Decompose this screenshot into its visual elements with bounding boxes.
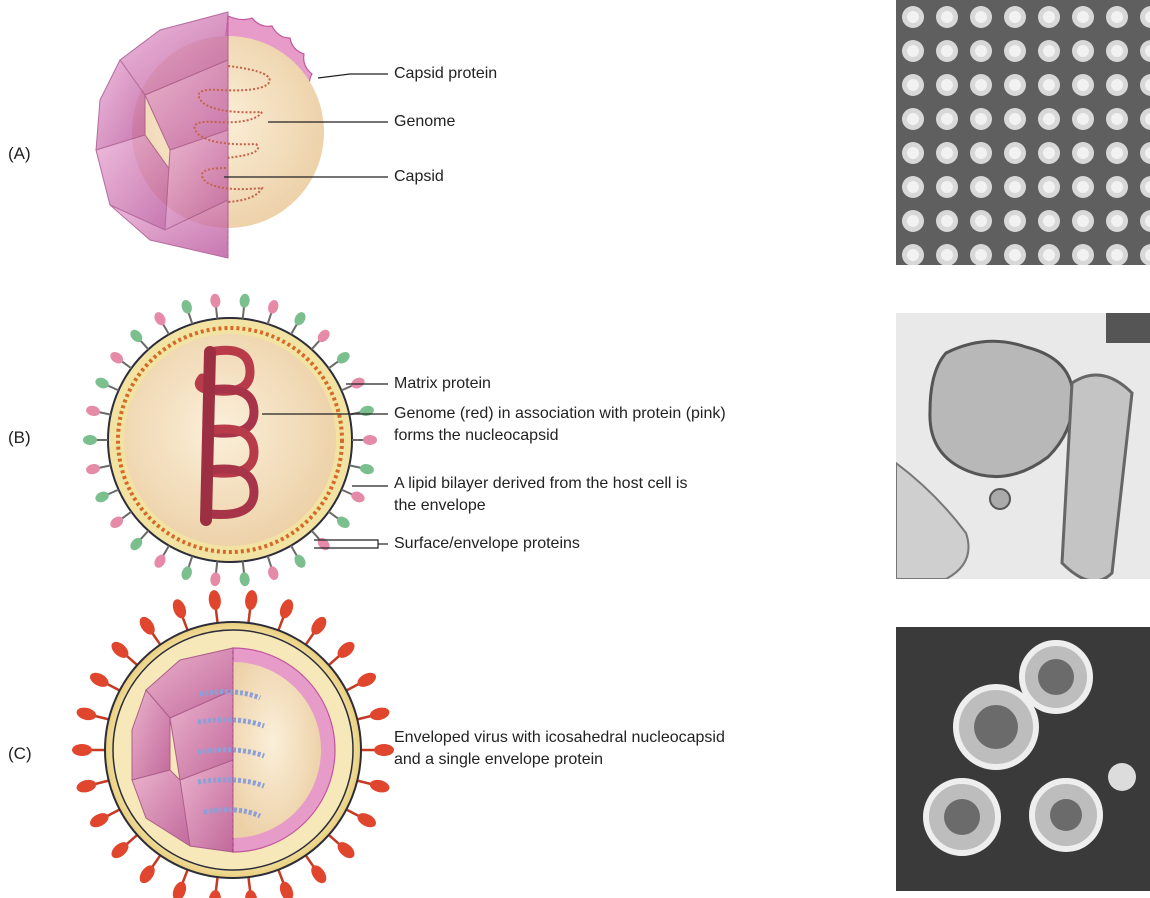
surface-protein <box>94 376 111 391</box>
surface-protein <box>85 405 101 418</box>
envelope-spike <box>355 810 378 830</box>
surface-protein <box>85 463 101 476</box>
envelope-spike <box>277 597 295 620</box>
callout-genome: Genome <box>394 111 455 133</box>
surface-protein <box>108 514 125 530</box>
envelope-spike <box>75 706 97 722</box>
callout-surface-proteins: Surface/envelope proteins <box>394 533 580 555</box>
surface-protein <box>94 490 111 505</box>
micrograph-c <box>896 627 1150 891</box>
callout-capsid-protein: Capsid protein <box>394 63 497 85</box>
callout-lipid-bilayer-line1: A lipid bilayer derived from the host ce… <box>394 473 687 495</box>
envelope-spike <box>88 810 111 830</box>
envelope-spike <box>368 706 390 722</box>
callout-capsid: Capsid <box>394 166 444 188</box>
envelope-spike <box>137 863 158 886</box>
surface-protein <box>266 299 280 315</box>
surface-protein <box>359 405 375 418</box>
surface-protein <box>292 310 308 327</box>
envelope-spike <box>72 744 92 756</box>
virus-b-illustration <box>83 293 377 586</box>
envelope-spike <box>244 889 258 898</box>
envelope-spike <box>88 670 111 690</box>
virus-a-illustration <box>96 12 324 258</box>
surface-protein <box>108 350 125 366</box>
envelope-spike <box>244 589 258 610</box>
envelope-spike <box>308 863 329 886</box>
callout-enveloped-virus-line1: Enveloped virus with icosahedral nucleoc… <box>394 727 725 749</box>
surface-protein <box>349 490 366 505</box>
callout-genome-red-line2: forms the nucleocapsid <box>394 425 559 447</box>
envelope-spike <box>75 778 97 794</box>
callout-enveloped-virus-line2: and a single envelope protein <box>394 749 603 771</box>
envelope-spike <box>170 597 188 620</box>
envelope-spike <box>137 614 158 637</box>
micrograph-a <box>896 0 1150 265</box>
surface-protein <box>266 565 280 581</box>
callout-matrix-protein: Matrix protein <box>394 373 491 395</box>
envelope-spike <box>374 744 394 756</box>
callout-lipid-bilayer-line2: the envelope <box>394 495 486 517</box>
envelope-spike <box>355 670 378 690</box>
envelope-spike <box>208 889 222 898</box>
surface-protein <box>83 435 97 445</box>
micrograph-b <box>896 313 1150 579</box>
virus-c-illustration <box>72 589 394 898</box>
surface-protein <box>239 293 250 308</box>
surface-protein <box>335 350 352 366</box>
envelope-spike <box>208 589 222 610</box>
surface-protein <box>180 299 194 315</box>
surface-protein <box>335 514 352 530</box>
surface-protein <box>363 435 377 445</box>
surface-protein <box>152 553 168 570</box>
surface-protein <box>180 565 194 581</box>
surface-protein <box>239 572 250 587</box>
envelope-spike <box>368 778 390 794</box>
surface-protein <box>359 463 375 476</box>
surface-protein <box>152 310 168 327</box>
surface-protein <box>292 553 308 570</box>
surface-protein <box>349 376 366 391</box>
envelope-spike <box>170 880 188 898</box>
callout-genome-red-line1: Genome (red) in association with protein… <box>394 403 726 425</box>
envelope-spike <box>308 614 329 637</box>
surface-protein <box>210 293 221 308</box>
envelope-spike <box>277 880 295 898</box>
surface-protein <box>210 572 221 587</box>
